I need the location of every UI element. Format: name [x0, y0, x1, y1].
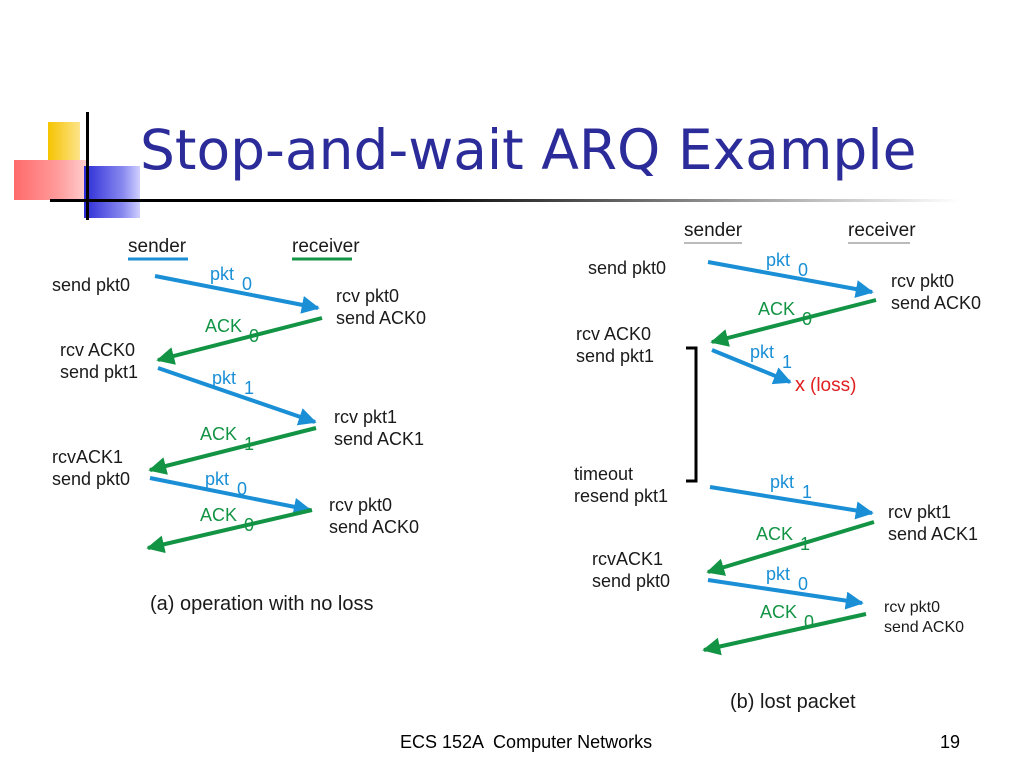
caption-a: (a) operation with no loss — [150, 593, 373, 615]
msg-arrow-pkt-0 — [707, 260, 874, 298]
receiver-event: send ACK1 — [888, 524, 978, 544]
msg-4-label: pkt — [205, 469, 229, 489]
sender-event: send pkt0 — [592, 571, 670, 591]
deco-red-square — [14, 160, 88, 200]
msg-arrow-pkt-0 — [707, 578, 864, 610]
loss-label: (loss) — [810, 375, 856, 396]
msg-arrow-ack-0 — [146, 508, 313, 554]
msg-2-label: pkt — [212, 368, 236, 388]
msg-3-seq: 1 — [802, 482, 812, 502]
msg-5-label: ACK — [200, 505, 237, 525]
msg-5-seq: 0 — [798, 574, 808, 594]
sender-event: resend pkt1 — [574, 486, 668, 506]
receiver-event: rcv pkt0 — [891, 271, 954, 291]
sender-event: send pkt0 — [588, 258, 666, 278]
msg-1-seq: 0 — [802, 309, 812, 329]
receiver-event: send ACK0 — [891, 293, 981, 313]
sender-event: send pkt1 — [576, 346, 654, 366]
receiver-event: rcv pkt1 — [888, 502, 951, 522]
msg-2-seq: 1 — [244, 378, 254, 398]
msg-4-label: ACK — [756, 524, 793, 544]
msg-4-seq: 0 — [237, 479, 247, 499]
sender-event: rcvACK1 — [52, 447, 123, 467]
sender-event: timeout — [574, 464, 633, 484]
deco-vertical-rule — [86, 112, 89, 220]
msg-arrow-pkt-0 — [154, 274, 320, 314]
sender-event: send pkt0 — [52, 469, 130, 489]
msg-arrow-pkt-1 — [157, 366, 317, 426]
msg-arrow-pkt-1 — [711, 348, 792, 385]
deco-blue-square — [84, 166, 140, 218]
msg-4-seq: 1 — [800, 534, 810, 554]
receiver-heading: receiver — [848, 220, 916, 241]
msg-arrow-ack-1 — [706, 520, 875, 576]
msg-arrow-ack-1 — [148, 426, 317, 475]
timeout-bracket — [686, 346, 698, 483]
loss-x-icon: x — [795, 374, 805, 396]
receiver-event: send ACK0 — [329, 517, 419, 537]
slide-title: Stop-and-wait ARQ Example — [140, 118, 917, 182]
receiver-event: send ACK0 — [884, 619, 964, 636]
msg-2-label: pkt — [750, 342, 774, 362]
msg-6-seq: 0 — [804, 612, 814, 632]
msg-1-label: ACK — [758, 299, 795, 319]
receiver-event: rcv pkt0 — [884, 599, 940, 616]
msg-arrow-pkt-0 — [149, 476, 312, 516]
receiver-event: send ACK1 — [334, 429, 424, 449]
receiver-event: rcv pkt0 — [329, 495, 392, 515]
msg-3-label: ACK — [200, 424, 237, 444]
receiver-event: rcv pkt1 — [334, 407, 397, 427]
receiver-heading: receiver — [292, 236, 360, 257]
msg-5-label: pkt — [766, 564, 790, 584]
msg-1-seq: 0 — [249, 326, 259, 346]
msg-0-label: pkt — [210, 264, 234, 284]
footer-course: ECS 152A Computer Networks — [400, 732, 653, 752]
msg-0-seq: 0 — [242, 274, 252, 294]
msg-5-seq: 0 — [244, 515, 254, 535]
msg-arrow-ack-0 — [702, 612, 867, 656]
msg-arrow-pkt-1 — [709, 485, 874, 520]
sender-heading: sender — [128, 236, 187, 257]
receiver-event: rcv pkt0 — [336, 286, 399, 306]
page-number: 19 — [940, 732, 961, 752]
sender-event: send pkt0 — [52, 275, 130, 295]
sender-event: rcv ACK0 — [60, 340, 135, 360]
sender-heading: sender — [684, 220, 743, 241]
msg-3-seq: 1 — [244, 434, 254, 454]
msg-6-label: ACK — [760, 602, 797, 622]
msg-arrow-ack-0 — [710, 298, 877, 347]
sender-event: send pkt1 — [60, 362, 138, 382]
sender-event: rcv ACK0 — [576, 324, 651, 344]
msg-2-seq: 1 — [782, 352, 792, 372]
msg-arrow-ack-0 — [156, 316, 323, 365]
msg-0-seq: 0 — [798, 260, 808, 280]
caption-b: (b) lost packet — [730, 691, 856, 713]
msg-0-label: pkt — [766, 250, 790, 270]
msg-1-label: ACK — [205, 316, 242, 336]
sender-event: rcvACK1 — [592, 549, 663, 569]
receiver-event: send ACK0 — [336, 308, 426, 328]
msg-3-label: pkt — [770, 472, 794, 492]
title-underline — [50, 199, 960, 202]
